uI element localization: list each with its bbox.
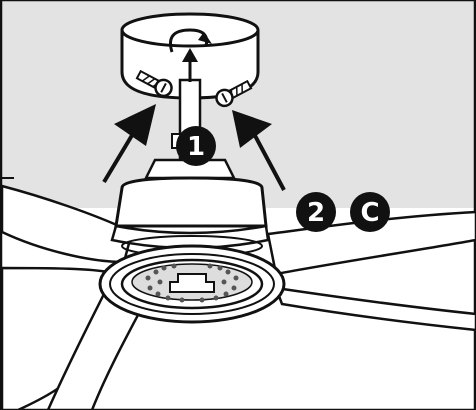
step-badge-c: C	[350, 192, 390, 232]
step-badge-1: 1	[176, 126, 216, 166]
step-2-label: 2	[307, 198, 325, 228]
light-kit	[100, 246, 284, 322]
step-1-label: 1	[187, 132, 205, 162]
step-c-label: C	[360, 198, 379, 228]
step-badge-2: 2	[296, 192, 336, 232]
fan-blade-right-lower	[276, 288, 476, 330]
